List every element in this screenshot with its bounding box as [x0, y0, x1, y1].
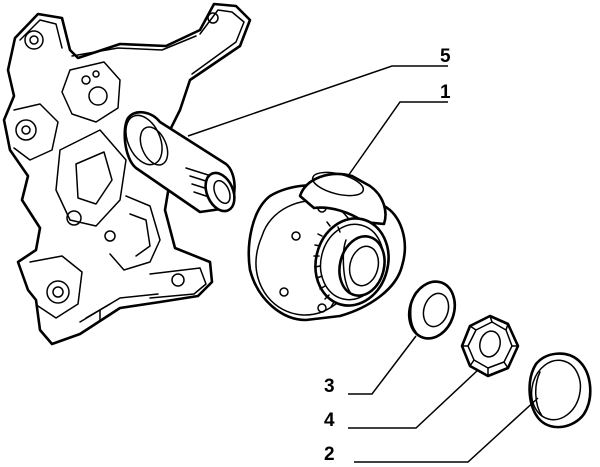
- callout-3: 3: [324, 376, 335, 397]
- callout-2: 2: [324, 444, 335, 465]
- stub-axle: [123, 110, 236, 214]
- callout-leaders: [187, 65, 539, 463]
- leader-2: [354, 397, 539, 463]
- callout-5: 5: [440, 46, 451, 67]
- leader-3: [348, 335, 417, 395]
- leader-5: [187, 65, 448, 137]
- wheel-hub: [247, 171, 407, 322]
- leader-1: [347, 101, 448, 177]
- steering-knuckle: [2, 2, 252, 346]
- callout-1: 1: [440, 82, 451, 103]
- leader-4: [348, 369, 479, 429]
- callout-4: 4: [324, 410, 335, 431]
- dust-cap: [528, 352, 592, 429]
- hub-nut: [460, 314, 520, 378]
- thrust-washer: [407, 280, 457, 340]
- callout-labels: 5 1 3 4 2: [324, 46, 451, 465]
